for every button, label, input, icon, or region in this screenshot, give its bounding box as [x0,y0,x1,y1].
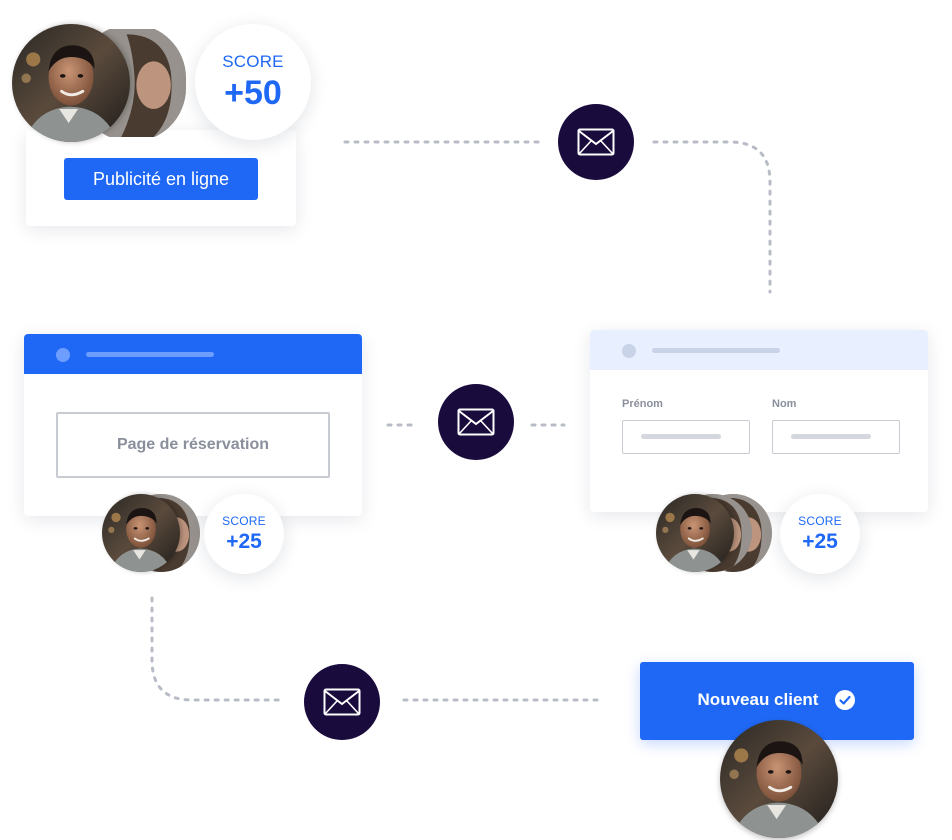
new-client-label: Nouveau client [698,690,819,710]
booking-page-label: Page de réservation [117,436,269,454]
avatar [102,494,180,572]
score-label: SCORE [798,514,842,528]
envelope-icon [577,128,615,156]
last-name-field[interactable] [772,420,900,454]
mail-node [304,664,380,740]
envelope-icon [323,688,361,716]
score-label: SCORE [222,52,283,72]
score-badge: SCORE +25 [204,494,284,574]
booking-card: Page de réservation [24,334,362,516]
avatar [656,494,734,572]
score-badge: SCORE +25 [780,494,860,574]
window-header [24,334,362,374]
window-title-placeholder [86,352,214,357]
window-dot [622,344,636,358]
window-header [590,330,928,370]
first-name-field[interactable] [622,420,750,454]
envelope-icon [457,408,495,436]
score-badge: SCORE +50 [195,24,311,140]
score-value: +25 [226,530,262,554]
online-ad-button[interactable]: Publicité en ligne [64,158,258,200]
avatar [720,720,838,838]
check-circle-icon [834,689,856,711]
mail-node [558,104,634,180]
mail-node [438,384,514,460]
window-dot [56,348,70,362]
score-value: +25 [802,530,838,554]
first-name-label: Prénom [622,398,663,410]
last-name-label: Nom [772,398,796,410]
window-title-placeholder [652,348,780,353]
score-label: SCORE [222,514,266,528]
form-card: Prénom Nom [590,330,928,512]
booking-page-box[interactable]: Page de réservation [56,412,330,478]
score-value: +50 [224,74,282,113]
avatar [12,24,130,142]
